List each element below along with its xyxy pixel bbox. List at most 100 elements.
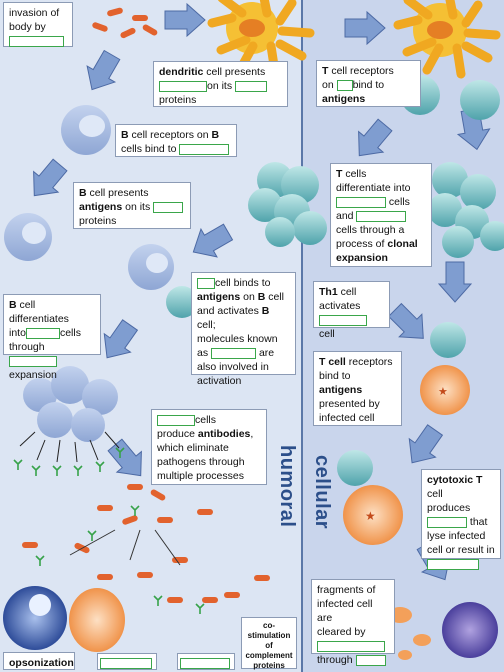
answer-blank[interactable] [25,327,60,339]
box-text: opsonization [9,657,74,669]
box-text: cells [195,414,217,426]
box-text: B [261,305,270,317]
answer-blank[interactable] [427,516,467,528]
flow-arrow [102,434,154,487]
plasma-cell-cluster [19,366,120,463]
answer-blank[interactable] [179,143,230,155]
box-text: cell or result in [427,544,495,556]
box-text: through [317,654,353,666]
box-text: antigens [319,384,363,396]
answer-blank[interactable] [157,414,195,426]
box-text: cell [337,286,357,298]
box-text: antibodies [197,428,251,440]
fragments-box: fragments of infected cell are cleared b… [311,579,395,666]
box-text: are [258,347,275,359]
answer-blank[interactable] [317,640,385,652]
box-text: fragments of [317,584,376,596]
box-text: invasion of [9,7,60,19]
box-text: , [250,428,254,440]
answer-blank[interactable] [153,201,184,213]
flow-arrow [77,46,127,99]
box-text: produces [427,502,471,514]
box-text: as [197,347,209,359]
box-text: molecules known [197,333,278,345]
flow-arrow [184,217,237,267]
box-text: proteins [79,215,117,227]
box-text: B [257,291,266,303]
helper-t-cell [166,286,198,318]
box-text: process of [336,238,388,250]
box-text: on its [122,201,151,213]
svg-text:★: ★ [365,509,376,523]
answer-blank[interactable] [356,210,407,222]
box-text: cells bind to [121,143,177,155]
answer-blank[interactable] [197,277,215,289]
box-text: stimulation of [247,631,291,650]
answer-blank[interactable] [159,80,207,92]
box-text: proteins [253,661,285,670]
answer-blank[interactable] [235,80,268,92]
b-cell [61,105,111,155]
box-text: lyse infected [427,530,486,542]
box-text: and [336,210,354,222]
box-text: T [336,168,343,180]
cytotoxic-t-cell [337,450,373,486]
answer-blank[interactable] [319,314,367,326]
box-text: body by [9,21,46,33]
box-text: cells [388,196,410,208]
box-text: pathogens through [157,456,245,468]
box-text: co- [263,621,275,630]
th1-box: Th1 cell activates cell [313,281,390,340]
box-text: T cell [319,356,346,368]
box-text: receptors [345,356,393,368]
box-text: that [469,516,488,528]
infected-cell: ★ [420,365,470,415]
box-text: cells [342,168,367,180]
target-cell [69,588,125,652]
answer-blank[interactable] [355,654,386,666]
box-text: infected cell are [317,598,373,624]
box-text: which eliminate [157,442,229,454]
cell-binds-box: cell binds to antigens on B cell and act… [191,272,296,387]
box-text: and activates [197,305,262,317]
box-text: B [211,129,220,141]
box-text: cell presents [203,66,266,78]
box-text: cell; [197,319,216,331]
box-text: cell binds to [215,277,271,289]
box-text: expansion [336,252,388,264]
box-text: antigens [322,93,366,105]
box-text: cell receptors on [128,129,212,141]
humoral-section-label: humoral [276,445,298,528]
answer-blank[interactable] [211,347,257,359]
answer-blank[interactable] [9,35,64,47]
box-text: cell receptors [328,65,394,77]
answer-blank[interactable] [336,79,353,91]
tcell-infected-box: T cell receptors bind to antigens presen… [313,351,402,426]
phagocyte [442,602,498,658]
answer-blank[interactable] [427,558,479,570]
answer-blank[interactable] [9,355,57,367]
box-text: differentiate into [336,182,411,194]
box-text: clonal [387,238,418,250]
flow-arrow [164,3,206,37]
opsonization-box: opsonization [3,652,75,670]
answer-blank[interactable] [336,196,386,208]
box-text: proteins [159,94,197,106]
answer-blank[interactable] [100,657,152,669]
box-text: produce [157,428,198,440]
box-text: cytotoxic [427,474,474,486]
box-text: infected cell [319,412,375,424]
flow-arrow [383,298,436,351]
box-text: through [9,341,45,353]
box-text: T [476,474,483,486]
svg-text:★: ★ [438,386,448,398]
answer-blank[interactable] [180,657,230,669]
box-text: into [9,327,26,339]
dendritic-box: dendritic cell presents on its proteins [153,61,288,107]
invasion-box: invasion of body by [3,2,73,47]
panel-divider [301,0,303,672]
box-text: bind to [352,79,385,91]
flow-arrow [21,154,73,207]
t-cell-clone-cluster [248,162,504,258]
